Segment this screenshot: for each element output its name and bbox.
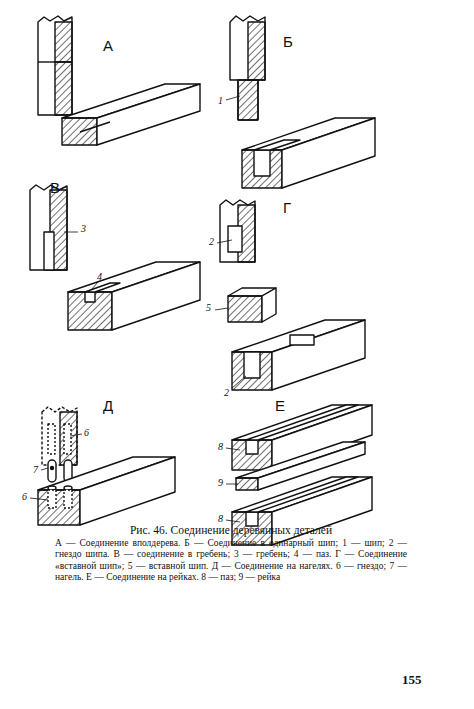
figure-letter: А xyxy=(103,38,113,53)
figure-letter: Г xyxy=(283,200,291,215)
callout-number: 6 xyxy=(22,492,27,502)
callout-number: 8 xyxy=(218,514,223,524)
figure-letter: Е xyxy=(275,398,285,413)
figure-letter: Д xyxy=(103,398,113,413)
callout-number: 9 xyxy=(218,478,223,488)
callout-number: 2 xyxy=(209,237,214,247)
callout-number: 5 xyxy=(206,303,211,313)
caption-text: А — Соединение вполдерева. Б — Соединени… xyxy=(55,538,407,584)
figure-caption: Рис. 46. Соединение деревянных деталей А … xyxy=(55,524,407,584)
figure-title: Рис. 46. Соединение деревянных деталей xyxy=(55,524,407,536)
callout-number: 7 xyxy=(33,465,38,475)
callout-number: 1 xyxy=(218,96,223,106)
page-number: 155 xyxy=(402,673,422,686)
callout-number: 2 xyxy=(224,388,229,398)
figure-letter: Б xyxy=(283,34,293,49)
callout-number: 6 xyxy=(84,428,89,438)
callout-number: 4 xyxy=(97,272,102,282)
figure-letter: В xyxy=(50,180,60,195)
callout-number: 3 xyxy=(81,224,86,234)
callout-number: 8 xyxy=(218,442,223,452)
